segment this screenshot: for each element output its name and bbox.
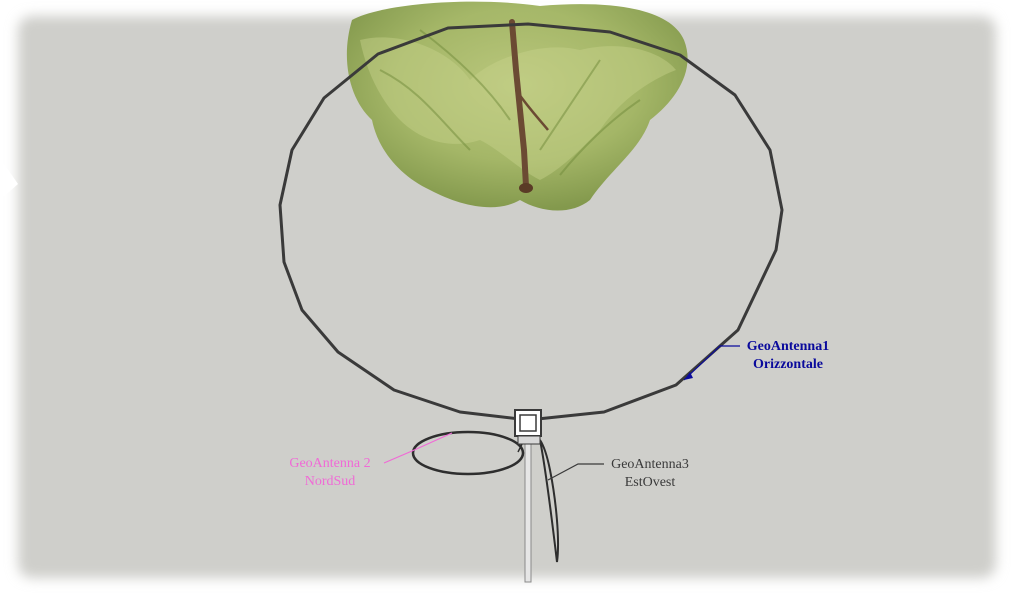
east-west-loop: [539, 439, 559, 563]
label-north-south-antenna: GeoAntenna 2 NordSud: [264, 455, 396, 491]
edge-wedge: [0, 158, 18, 200]
background-panel: [18, 16, 996, 578]
label-north-south-name: GeoAntenna 2: [289, 456, 371, 471]
leader-east-west: [547, 463, 604, 481]
square-box-icon: [514, 409, 542, 445]
leader-north-south: [383, 432, 453, 464]
leader-horizontal: [683, 345, 740, 381]
label-east-west-orientation: EstOvest: [624, 475, 676, 490]
label-horizontal-antenna: GeoAntenna1 Orizzontale: [722, 338, 854, 374]
tree-icon: [346, 1, 688, 211]
antenna-mast: [524, 441, 532, 583]
label-horizontal-orientation: Orizzontale: [753, 357, 823, 372]
label-north-south-orientation: NordSud: [304, 474, 356, 489]
label-horizontal-name: GeoAntenna1: [746, 339, 830, 354]
label-east-west-name: GeoAntenna3: [611, 457, 689, 472]
north-south-loop: [411, 430, 525, 476]
label-east-west-antenna: GeoAntenna3 EstOvest: [590, 456, 710, 492]
horizontal-loop: [278, 22, 784, 422]
